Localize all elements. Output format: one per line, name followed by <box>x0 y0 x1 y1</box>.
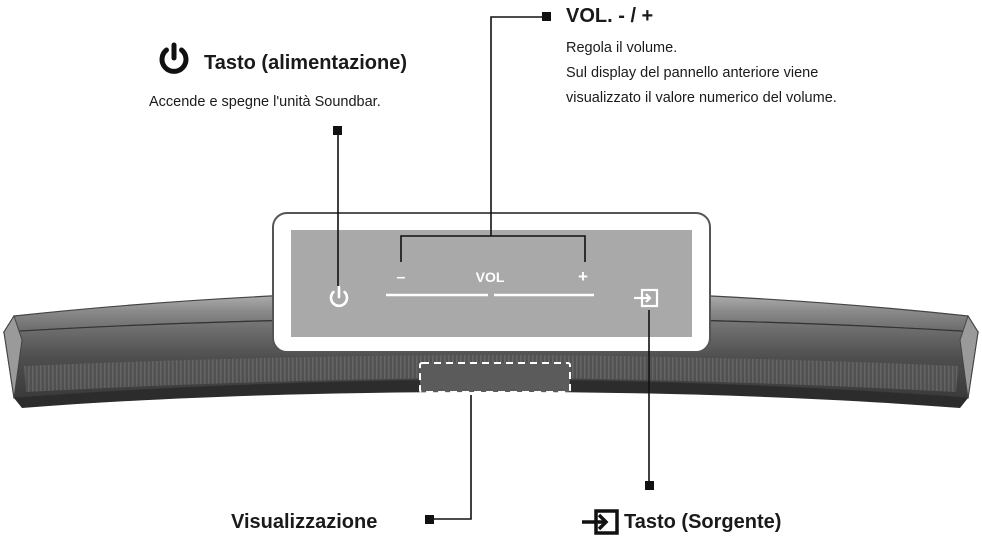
volume-description: Regola il volume. Sul display del pannel… <box>566 36 837 111</box>
control-panel <box>272 212 711 353</box>
display-title: Visualizzazione <box>231 511 378 533</box>
volume-desc-line-2: Sul display del pannello anteriore viene <box>566 65 819 81</box>
source-icon <box>580 508 620 541</box>
power-icon[interactable] <box>329 285 349 308</box>
volume-desc-line-1: Regola il volume. <box>566 40 678 56</box>
panel-minus-label: – <box>397 269 406 286</box>
volume-title: VOL. - / + <box>566 5 654 27</box>
volume-desc-line-3: visualizzato il valore numerico del volu… <box>566 90 837 106</box>
power-description: Accende e spegne l'unità Soundbar. <box>149 94 381 110</box>
panel-plus-label: + <box>578 267 588 286</box>
source-title: Tasto (Sorgente) <box>624 511 782 533</box>
source-icon[interactable] <box>634 288 659 308</box>
callout-lines <box>337 16 650 520</box>
power-title: Tasto (alimentazione) <box>204 52 407 74</box>
display-window <box>419 362 571 393</box>
power-icon <box>158 42 190 81</box>
panel-vol-label: VOL <box>476 269 505 285</box>
callout-markers <box>333 12 654 524</box>
soundbar-body <box>2 289 980 408</box>
